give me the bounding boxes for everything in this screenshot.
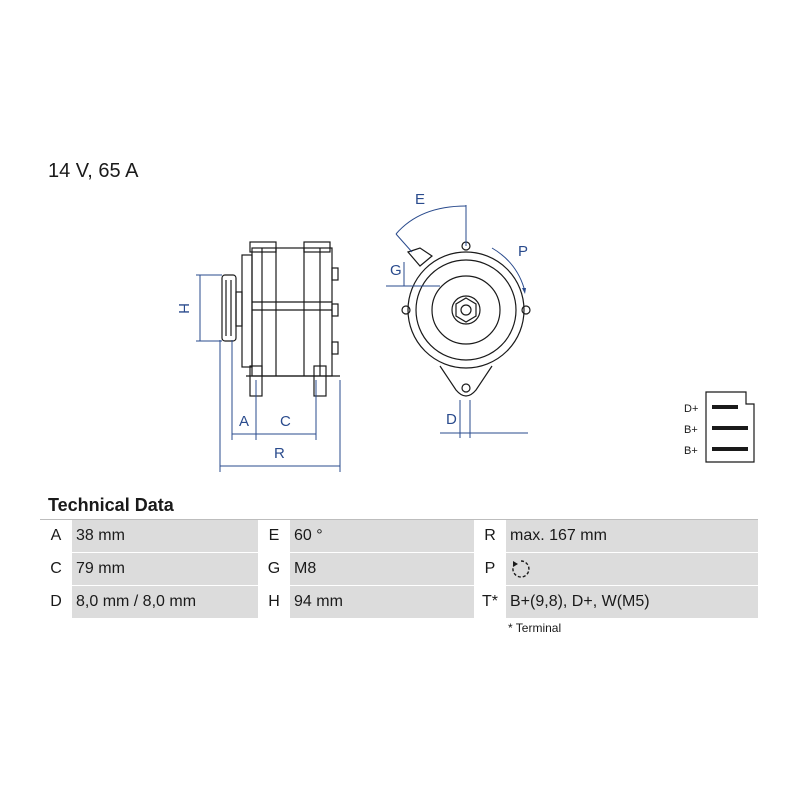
spec-value-g: M8 xyxy=(290,552,474,586)
spec-value-e: 60 ° xyxy=(290,519,474,553)
dim-label-d: D xyxy=(446,411,457,428)
spec-value-p xyxy=(506,552,758,586)
side-view xyxy=(221,241,340,397)
side-view-dimensions xyxy=(196,274,341,472)
terminal-diagram: D+ B+ B+ xyxy=(684,391,755,463)
terminal-label-d-plus: D+ xyxy=(684,403,698,415)
pulley-nut xyxy=(455,297,477,323)
technical-data-table: A 38 mm E 60 ° R max. 167 mm C 79 mm G M… xyxy=(40,519,758,619)
dim-label-c: C xyxy=(280,413,291,430)
pulley xyxy=(221,274,237,342)
front-view xyxy=(401,241,531,397)
spec-value-d: 8,0 mm / 8,0 mm xyxy=(72,585,258,619)
spec-key-p: P xyxy=(474,552,506,586)
technical-data-title: Technical Data xyxy=(48,495,174,515)
table-row: D 8,0 mm / 8,0 mm H 94 mm T* B+(9,8), D+… xyxy=(40,585,758,619)
bottom-mount xyxy=(439,365,493,397)
terminal-label-b-plus-1: B+ xyxy=(684,424,698,436)
spec-key-a: A xyxy=(40,519,72,553)
spec-value-c: 79 mm xyxy=(72,552,258,586)
spec-key-e: E xyxy=(258,519,290,553)
spec-key-c: C xyxy=(40,552,72,586)
spec-value-t: B+(9,8), D+, W(M5) xyxy=(506,585,758,619)
mounting-foot-rear xyxy=(313,365,327,397)
front-view-dimensions xyxy=(386,205,528,438)
housing-outer xyxy=(407,251,525,369)
g-bracket xyxy=(406,247,434,267)
spec-value-h: 94 mm xyxy=(290,585,474,619)
terminal-footnote: * Terminal xyxy=(508,621,562,635)
spec-key-r: R xyxy=(474,519,506,553)
dim-label-e: E xyxy=(415,191,425,208)
dim-label-p: P xyxy=(518,243,528,260)
voltage-current-rating: 14 V, 65 A xyxy=(48,160,139,182)
dim-label-h: H xyxy=(175,303,192,314)
table-row: A 38 mm E 60 ° R max. 167 mm xyxy=(40,519,758,553)
dim-label-r: R xyxy=(274,445,285,462)
spec-value-r: max. 167 mm xyxy=(506,519,758,553)
spec-key-h: H xyxy=(258,585,290,619)
terminal-label-b-plus-2: B+ xyxy=(684,445,698,457)
spec-value-a: 38 mm xyxy=(72,519,258,553)
dim-label-g: G xyxy=(390,262,402,279)
front-flange xyxy=(241,254,253,368)
table-row: C 79 mm G M8 P xyxy=(40,552,758,586)
rotation-icon xyxy=(512,560,530,578)
spec-key-t: T* xyxy=(474,585,506,619)
spec-key-g: G xyxy=(258,552,290,586)
dim-label-a: A xyxy=(239,413,249,430)
spec-key-d: D xyxy=(40,585,72,619)
